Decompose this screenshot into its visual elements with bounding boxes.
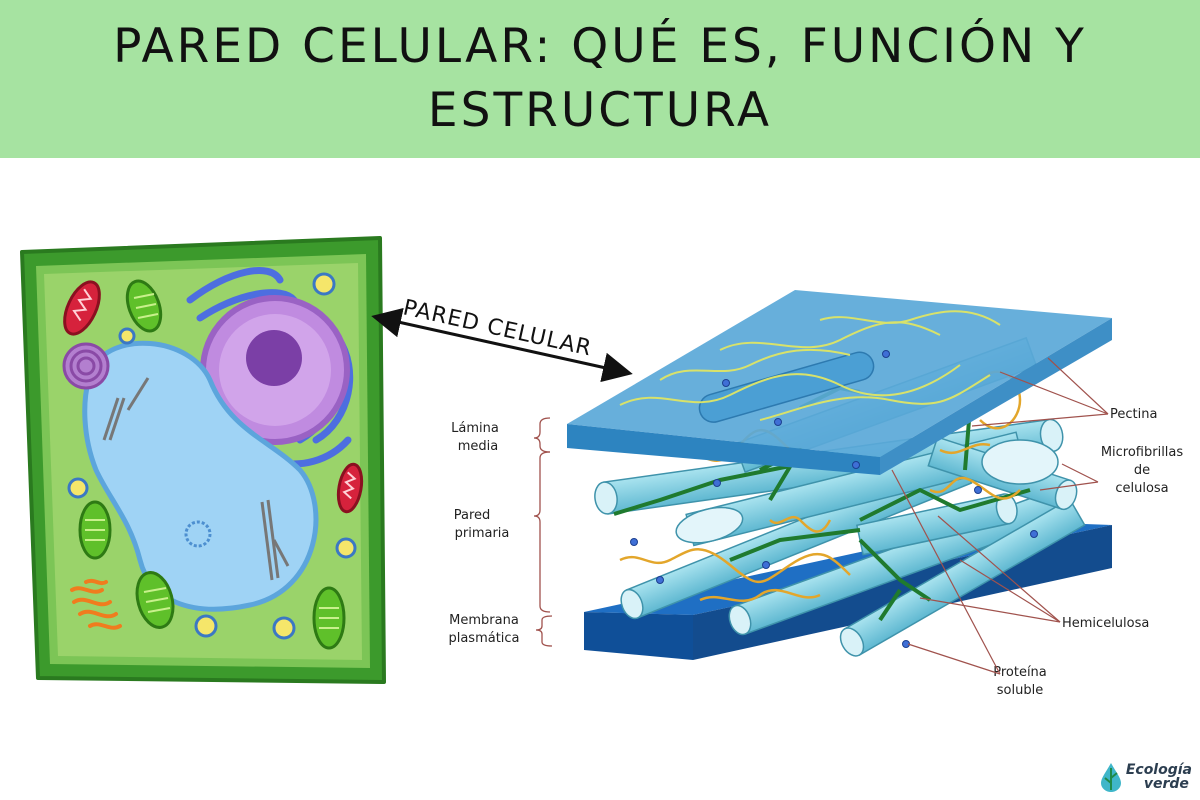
golgi-apparatus: [62, 342, 110, 390]
label-proteina-line2: soluble: [997, 683, 1043, 698]
ecologia-verde-logo: Ecología verde: [1100, 762, 1192, 792]
pectin-top: [619, 310, 1001, 421]
label-membrana-line1: Membrana: [449, 613, 519, 628]
page-title-line-2: ESTRUCTURA: [427, 83, 773, 138]
nucleolus: [246, 330, 302, 386]
logo-line1: Ecología: [1125, 762, 1192, 778]
logo-line2: verde: [1143, 776, 1189, 792]
mitochondrion: [336, 462, 364, 514]
left-labels: Lámina media Pared primaria Membrana pla…: [448, 417, 553, 647]
hemicellulose-strands: [613, 386, 1031, 622]
soluble-proteins: [630, 350, 1038, 648]
cell-wall-structure: [567, 290, 1112, 660]
label-lamina-media-line1: Lámina: [451, 421, 499, 436]
logo-text: Ecología verde: [1126, 763, 1192, 791]
label-microfibrillas-line2: de: [1134, 463, 1150, 478]
drop-logo-icon: [1100, 763, 1121, 792]
label-membrana-line2: plasmática: [448, 631, 519, 646]
label-proteina-line1: Proteína: [993, 665, 1047, 680]
leader-lines: [891, 357, 1109, 675]
vacuole: [82, 340, 319, 612]
label-pectina: Pectina: [1110, 407, 1157, 422]
plant-cell-illustration: [20, 236, 386, 684]
label-lamina-media-line2: media: [458, 439, 499, 454]
label-microfibrillas-line1: Microfibrillas: [1101, 445, 1184, 460]
mitochondrion: [63, 280, 101, 336]
label-hemicelulosa: Hemicelulosa: [1062, 616, 1149, 631]
plasma-membrane-slab-front: [584, 612, 693, 660]
label-pared-primaria-line2: primaria: [455, 526, 510, 541]
title-banner: PARED CELULAR: QUÉ ES, FUNCIÓN Y ESTRUCT…: [0, 0, 1200, 158]
pared-celular-arrow: [371, 307, 633, 383]
label-microfibrillas-line3: celulosa: [1115, 481, 1168, 496]
right-labels: Pectina Microfibrillas de celulosa Hemic…: [891, 357, 1184, 698]
smooth-er: [70, 578, 122, 630]
lamina-media-slab-front: [567, 424, 880, 475]
label-pared-primaria-line1: Pared: [454, 508, 491, 523]
page-title-line-1: PARED CELULAR: QUÉ ES, FUNCIÓN Y: [113, 19, 1087, 74]
vesicles: [67, 272, 357, 640]
brackets: [533, 417, 553, 647]
